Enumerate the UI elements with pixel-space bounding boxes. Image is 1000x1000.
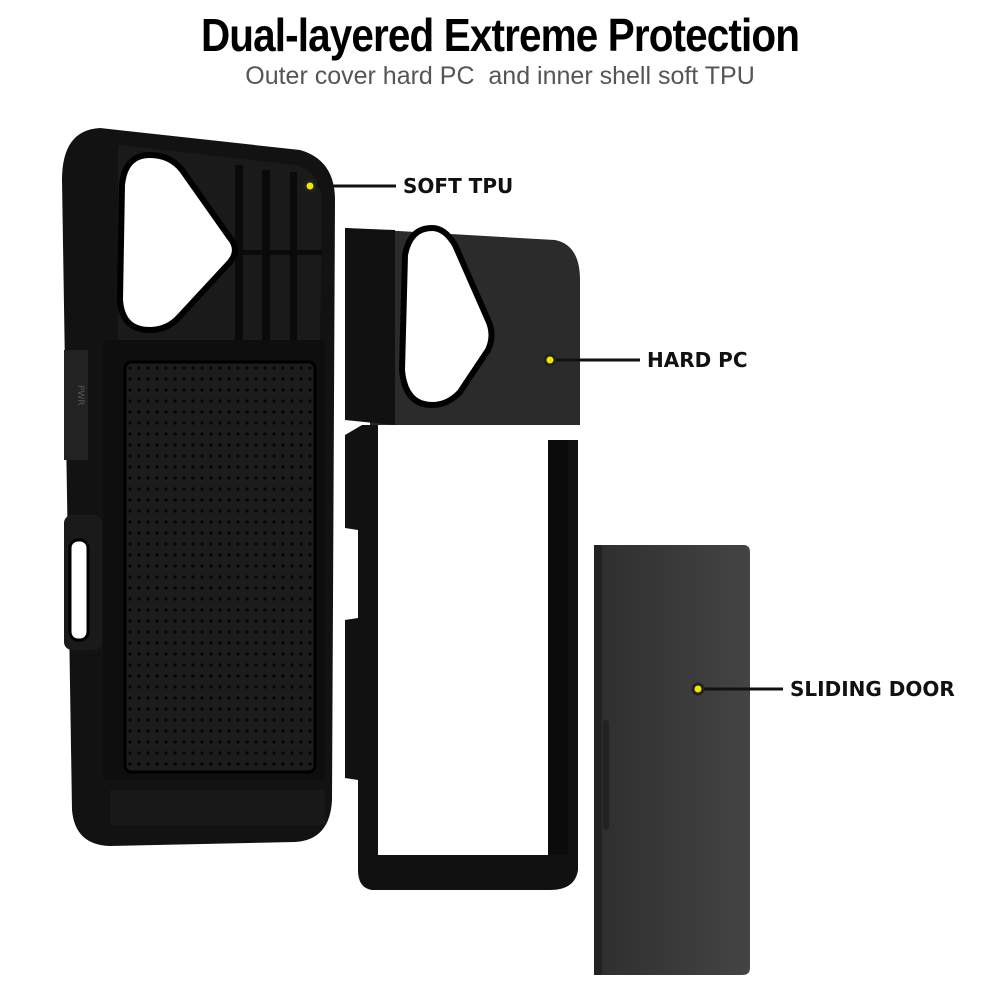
sliding-door-pointer (691, 682, 783, 696)
hard-pc-pointer (543, 353, 640, 367)
pwr-label: PWR (75, 385, 85, 406)
callout-sliding-door: SLIDING DOOR (790, 677, 955, 701)
marker-dot-icon (691, 682, 705, 696)
marker-dot-icon (543, 353, 557, 367)
marker-dot-icon (303, 179, 317, 193)
inner-tpu-shell (62, 128, 335, 846)
callout-hard-pc: HARD PC (647, 348, 748, 372)
hard-pc-frame (345, 224, 580, 890)
soft-tpu-pointer (303, 179, 396, 193)
page-subtitle: Outer cover hard PC and inner shell soft… (245, 62, 755, 90)
page-title: Dual-layered Extreme Protection (200, 9, 800, 61)
callout-soft-tpu: SOFT TPU (403, 174, 514, 198)
sliding-door (594, 545, 750, 975)
